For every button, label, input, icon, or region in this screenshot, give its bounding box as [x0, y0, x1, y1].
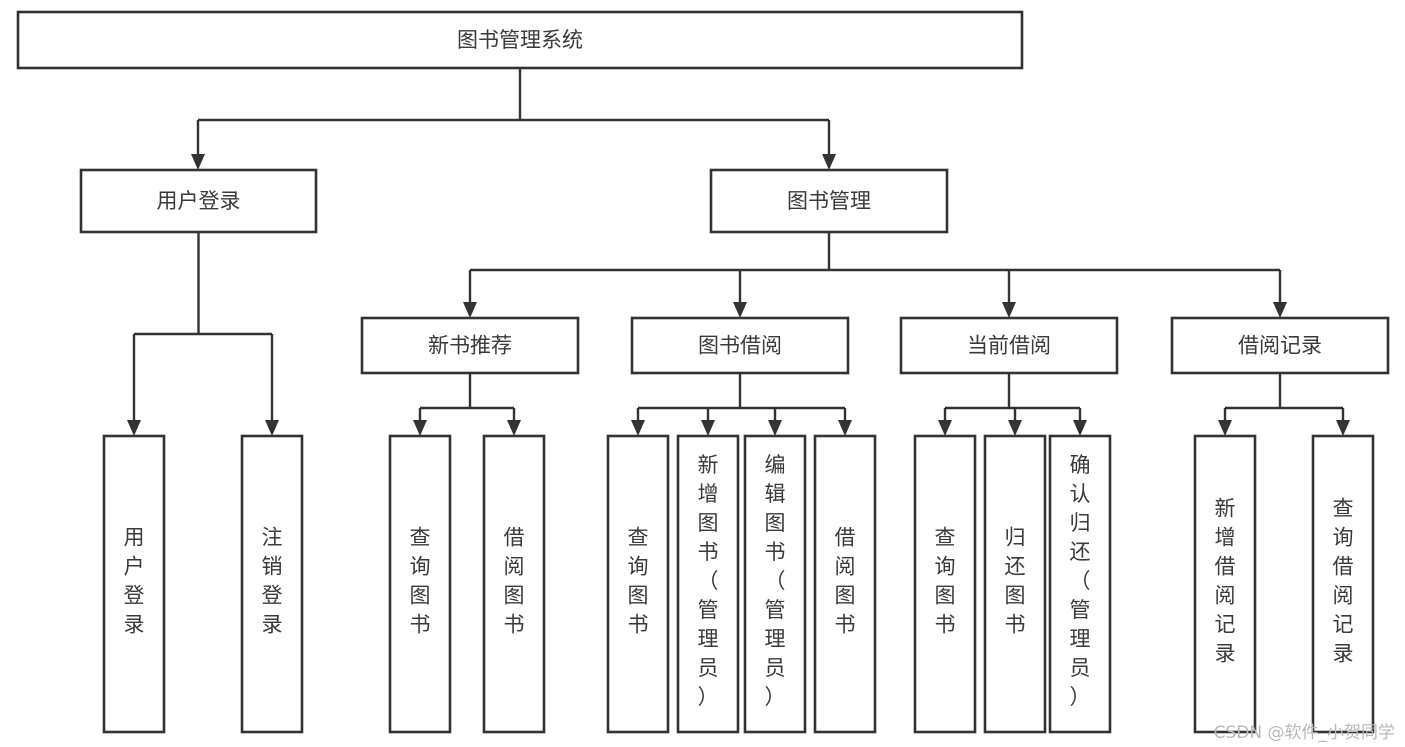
node-leaf-borrow-book-1[interactable]: 借阅图书 [482, 434, 546, 734]
arrowhead-current-borrow-2 [1073, 420, 1087, 436]
arrowhead-current-borrow-1 [1008, 420, 1022, 436]
arrowhead-borrow-record-1 [1336, 420, 1350, 436]
connector-layer [127, 68, 1350, 436]
arrowhead-user-login-0 [127, 420, 141, 436]
level3-current-borrow-label: 当前借阅 [967, 334, 1051, 358]
node-leaf-query-record[interactable]: 查询借阅记录 [1311, 434, 1375, 734]
node-new-book-rec[interactable]: 新书推荐 [360, 316, 580, 375]
leaf-leaf-add-record-label: 新增借阅记录 [1215, 497, 1236, 666]
leaf-leaf-add-book-label: 新增图书（管理员） [698, 453, 719, 709]
root-title-box[interactable] [16, 10, 1024, 70]
node-leaf-query-book-1[interactable]: 查询图书 [388, 434, 452, 734]
leaf-leaf-return-book-label: 归还图书 [1005, 526, 1026, 637]
leaf-leaf-borrow-book-2-box[interactable] [813, 434, 877, 734]
node-leaf-user-login[interactable]: 用户登录 [102, 434, 166, 734]
arrowhead-new-book-rec-0 [413, 420, 427, 436]
level3-borrow-record-box[interactable] [1170, 316, 1390, 375]
csdn-watermark: CSDN @软件_小贺同学 [1213, 723, 1395, 743]
node-leaf-borrow-book-2[interactable]: 借阅图书 [813, 434, 877, 734]
node-leaf-return-book[interactable]: 归还图书 [983, 434, 1047, 734]
arrowhead-book-manage-3 [1273, 302, 1287, 318]
level3-book-borrow-label: 图书借阅 [698, 334, 782, 358]
leaf-leaf-add-book-box[interactable] [676, 434, 740, 734]
leaf-leaf-query-book-2-box[interactable] [606, 434, 670, 734]
leaf-leaf-user-login-label: 用户登录 [124, 526, 145, 637]
node-leaf-add-record[interactable]: 新增借阅记录 [1193, 434, 1257, 734]
root-title-label: 图书管理系统 [457, 28, 583, 52]
arrowhead-root-0 [191, 154, 205, 170]
leaf-leaf-confirm-return-box[interactable] [1048, 434, 1112, 734]
leaf-leaf-borrow-book-1-box[interactable] [482, 434, 546, 734]
arrowhead-root-1 [822, 154, 836, 170]
level3-new-book-rec-label: 新书推荐 [428, 334, 512, 358]
level2-book-manage-label: 图书管理 [787, 189, 871, 213]
leaf-leaf-borrow-book-2-label: 借阅图书 [835, 526, 856, 637]
leaf-leaf-confirm-return-label: 确认归还（管理员） [1070, 453, 1091, 709]
arrowhead-book-manage-1 [733, 302, 747, 318]
arrowhead-book-borrow-3 [838, 420, 852, 436]
node-leaf-query-book-3[interactable]: 查询图书 [913, 434, 977, 734]
node-borrow-record[interactable]: 借阅记录 [1170, 316, 1390, 375]
node-leaf-confirm-return[interactable]: 确认归还（管理员） [1048, 434, 1112, 734]
arrowhead-book-manage-2 [1002, 302, 1016, 318]
level2-user-login-label: 用户登录 [157, 189, 241, 213]
node-current-borrow[interactable]: 当前借阅 [899, 316, 1119, 375]
level2-user-login-box[interactable] [79, 168, 318, 234]
arrowhead-book-manage-0 [463, 302, 477, 318]
leaf-leaf-add-record-box[interactable] [1193, 434, 1257, 734]
node-book-manage[interactable]: 图书管理 [709, 168, 949, 234]
leaf-leaf-borrow-book-1-label: 借阅图书 [504, 526, 525, 637]
node-leaf-edit-book[interactable]: 编辑图书（管理员） [743, 434, 807, 734]
arrowhead-user-login-1 [265, 420, 279, 436]
leaf-leaf-query-record-box[interactable] [1311, 434, 1375, 734]
leaf-leaf-query-book-1-label: 查询图书 [410, 526, 431, 637]
level3-new-book-rec-box[interactable] [360, 316, 580, 375]
node-leaf-add-book[interactable]: 新增图书（管理员） [676, 434, 740, 734]
level3-book-borrow-box[interactable] [630, 316, 850, 375]
leaf-leaf-logout-box[interactable] [240, 434, 304, 734]
node-user-login[interactable]: 用户登录 [79, 168, 318, 234]
arrowhead-book-borrow-2 [768, 420, 782, 436]
node-leaf-query-book-2[interactable]: 查询图书 [606, 434, 670, 734]
leaf-leaf-return-book-box[interactable] [983, 434, 1047, 734]
leaf-leaf-query-book-1-box[interactable] [388, 434, 452, 734]
node-root[interactable]: 图书管理系统 [16, 10, 1024, 70]
node-leaf-logout[interactable]: 注销登录 [240, 434, 304, 734]
arrowhead-borrow-record-0 [1218, 420, 1232, 436]
leaf-leaf-query-book-3-label: 查询图书 [935, 526, 956, 637]
arrowhead-current-borrow-0 [938, 420, 952, 436]
leaf-leaf-user-login-box[interactable] [102, 434, 166, 734]
arrowhead-new-book-rec-1 [507, 420, 521, 436]
leaf-leaf-edit-book-box[interactable] [743, 434, 807, 734]
node-book-borrow[interactable]: 图书借阅 [630, 316, 850, 375]
level3-borrow-record-label: 借阅记录 [1238, 334, 1322, 358]
level2-book-manage-box[interactable] [709, 168, 949, 234]
leaf-leaf-logout-label: 注销登录 [262, 526, 283, 637]
arrowhead-book-borrow-1 [701, 420, 715, 436]
leaf-leaf-query-book-2-label: 查询图书 [628, 526, 649, 637]
level3-current-borrow-box[interactable] [899, 316, 1119, 375]
leaf-leaf-query-record-label: 查询借阅记录 [1333, 497, 1354, 666]
leaf-leaf-query-book-3-box[interactable] [913, 434, 977, 734]
arrowhead-book-borrow-0 [631, 420, 645, 436]
leaf-leaf-edit-book-label: 编辑图书（管理员） [765, 453, 786, 709]
